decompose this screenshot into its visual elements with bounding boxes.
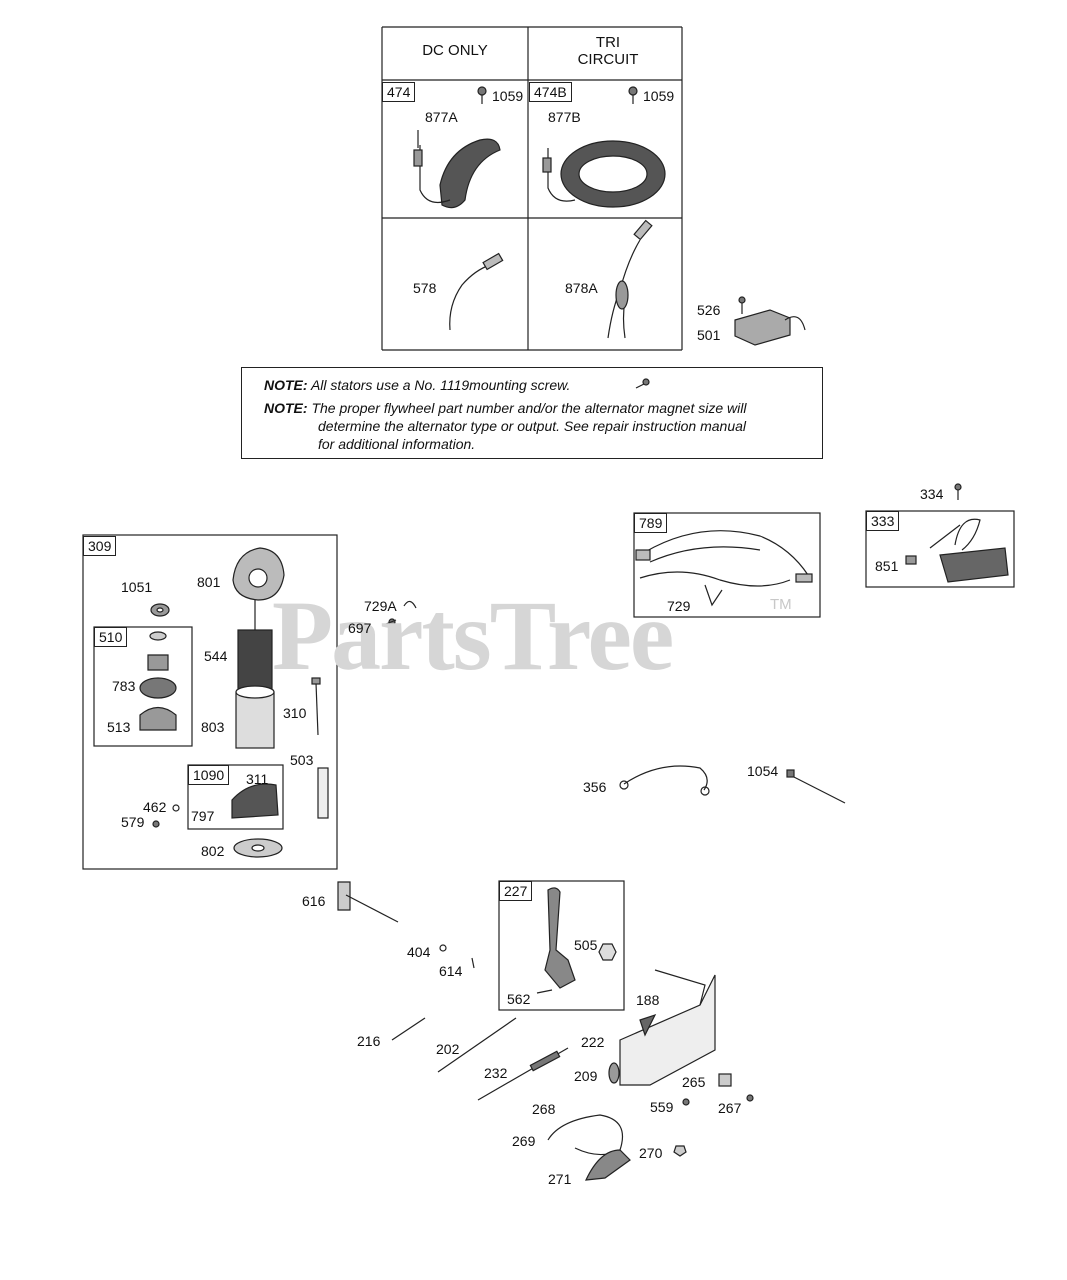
group-tag-309[interactable]: 309 [83, 536, 117, 556]
starter-parts-icons [139, 547, 329, 858]
part-label-505[interactable]: 505 [574, 937, 598, 953]
part-label-1054[interactable]: 1054 [747, 763, 779, 779]
group-tag-1090[interactable]: 1090 [188, 765, 230, 785]
ground-wire-356-icon [619, 765, 710, 796]
cable-tie-1054-icon [786, 769, 846, 804]
group-333-box [865, 510, 1015, 588]
note-text-2-line3: for additional information. [318, 436, 476, 452]
part-label-1059-b[interactable]: 1059 [643, 88, 675, 104]
group-1090-box [187, 764, 284, 830]
group-789-box [633, 512, 821, 618]
governor-bracket-icon [391, 969, 754, 1181]
part-label-801[interactable]: 801 [197, 574, 221, 590]
watermark-logo: PartsTree [272, 580, 674, 691]
screw-1059-icons [477, 86, 638, 104]
part-label-334[interactable]: 334 [920, 486, 944, 502]
regulator-501-icon [734, 296, 806, 346]
part-label-270[interactable]: 270 [639, 1145, 663, 1161]
lead-578-icon [449, 252, 504, 331]
stator-table-col2-header-line2: CIRCUIT [577, 51, 639, 68]
part-label-562[interactable]: 562 [507, 991, 531, 1007]
part-label-616[interactable]: 616 [302, 893, 326, 909]
shaft-616-icon [337, 881, 475, 969]
part-label-271[interactable]: 271 [548, 1171, 572, 1187]
note-screw-icon [635, 378, 650, 389]
part-label-232[interactable]: 232 [484, 1065, 508, 1081]
part-label-544[interactable]: 544 [204, 648, 228, 664]
part-label-268[interactable]: 268 [532, 1101, 556, 1117]
part-label-878a[interactable]: 878A [565, 280, 598, 296]
part-label-501[interactable]: 501 [697, 327, 721, 343]
note-text-1: All stators use a No. 1119mounting screw… [310, 377, 571, 393]
part-label-851[interactable]: 851 [875, 558, 899, 574]
part-label-356[interactable]: 356 [583, 779, 607, 795]
part-label-202[interactable]: 202 [436, 1041, 460, 1057]
stator-table-col1-header: DC ONLY [422, 42, 488, 59]
note-label-2: NOTE: [264, 400, 308, 416]
part-label-802[interactable]: 802 [201, 843, 225, 859]
part-label-559[interactable]: 559 [650, 1099, 674, 1115]
part-label-729a[interactable]: 729A [364, 598, 397, 614]
part-label-1059-a[interactable]: 1059 [492, 88, 524, 104]
part-label-216[interactable]: 216 [357, 1033, 381, 1049]
part-label-877a[interactable]: 877A [425, 109, 458, 125]
part-label-462[interactable]: 462 [143, 799, 167, 815]
stator-table-col2-header-line1: TRI [595, 34, 621, 51]
note-text-2-line2: determine the alternator type or output.… [318, 418, 747, 434]
stator-877b-icon [542, 140, 666, 208]
part-label-265[interactable]: 265 [682, 1074, 706, 1090]
group-227-box [498, 880, 625, 1011]
part-label-579[interactable]: 579 [121, 814, 145, 830]
part-label-783[interactable]: 783 [112, 678, 136, 694]
group-tag-789[interactable]: 789 [634, 513, 668, 533]
group-tag-474b[interactable]: 474B [529, 82, 572, 102]
group-tag-333[interactable]: 333 [866, 511, 900, 531]
stator-table-grid [381, 26, 683, 351]
note-text-2-line1: The proper flywheel part number and/or t… [311, 400, 747, 416]
part-label-803[interactable]: 803 [201, 719, 225, 735]
stator-877a-icon [413, 130, 501, 209]
part-label-697[interactable]: 697 [348, 620, 372, 636]
note-label-1: NOTE: [264, 377, 308, 393]
part-label-310[interactable]: 310 [283, 705, 307, 721]
part-label-729[interactable]: 729 [667, 598, 691, 614]
lead-878a-icon [607, 219, 653, 339]
harness-789-icon [635, 530, 813, 607]
group-tag-474[interactable]: 474 [382, 82, 416, 102]
part-label-222[interactable]: 222 [581, 1034, 605, 1050]
part-label-267[interactable]: 267 [718, 1100, 742, 1116]
clip-729a-icon [385, 600, 417, 626]
part-label-513[interactable]: 513 [107, 719, 131, 735]
part-label-311[interactable]: 311 [246, 771, 269, 787]
part-label-503[interactable]: 503 [290, 752, 314, 768]
coil-333-icon [905, 483, 1009, 583]
part-label-269[interactable]: 269 [512, 1133, 536, 1149]
part-label-797[interactable]: 797 [191, 808, 215, 824]
group-510-box [93, 626, 193, 747]
part-label-526[interactable]: 526 [697, 302, 721, 318]
part-label-404[interactable]: 404 [407, 944, 431, 960]
part-label-209[interactable]: 209 [574, 1068, 598, 1084]
part-label-578[interactable]: 578 [413, 280, 437, 296]
part-label-1051[interactable]: 1051 [121, 579, 153, 595]
watermark-tm: TM [770, 596, 792, 613]
part-label-188[interactable]: 188 [636, 992, 660, 1008]
part-label-877b[interactable]: 877B [548, 109, 581, 125]
group-309-box [82, 534, 338, 870]
lever-227-icon [536, 887, 617, 994]
part-label-614[interactable]: 614 [439, 963, 463, 979]
group-tag-510[interactable]: 510 [94, 627, 128, 647]
group-tag-227[interactable]: 227 [499, 881, 533, 901]
note-box: NOTE: All stators use a No. 1119mounting… [241, 367, 823, 459]
